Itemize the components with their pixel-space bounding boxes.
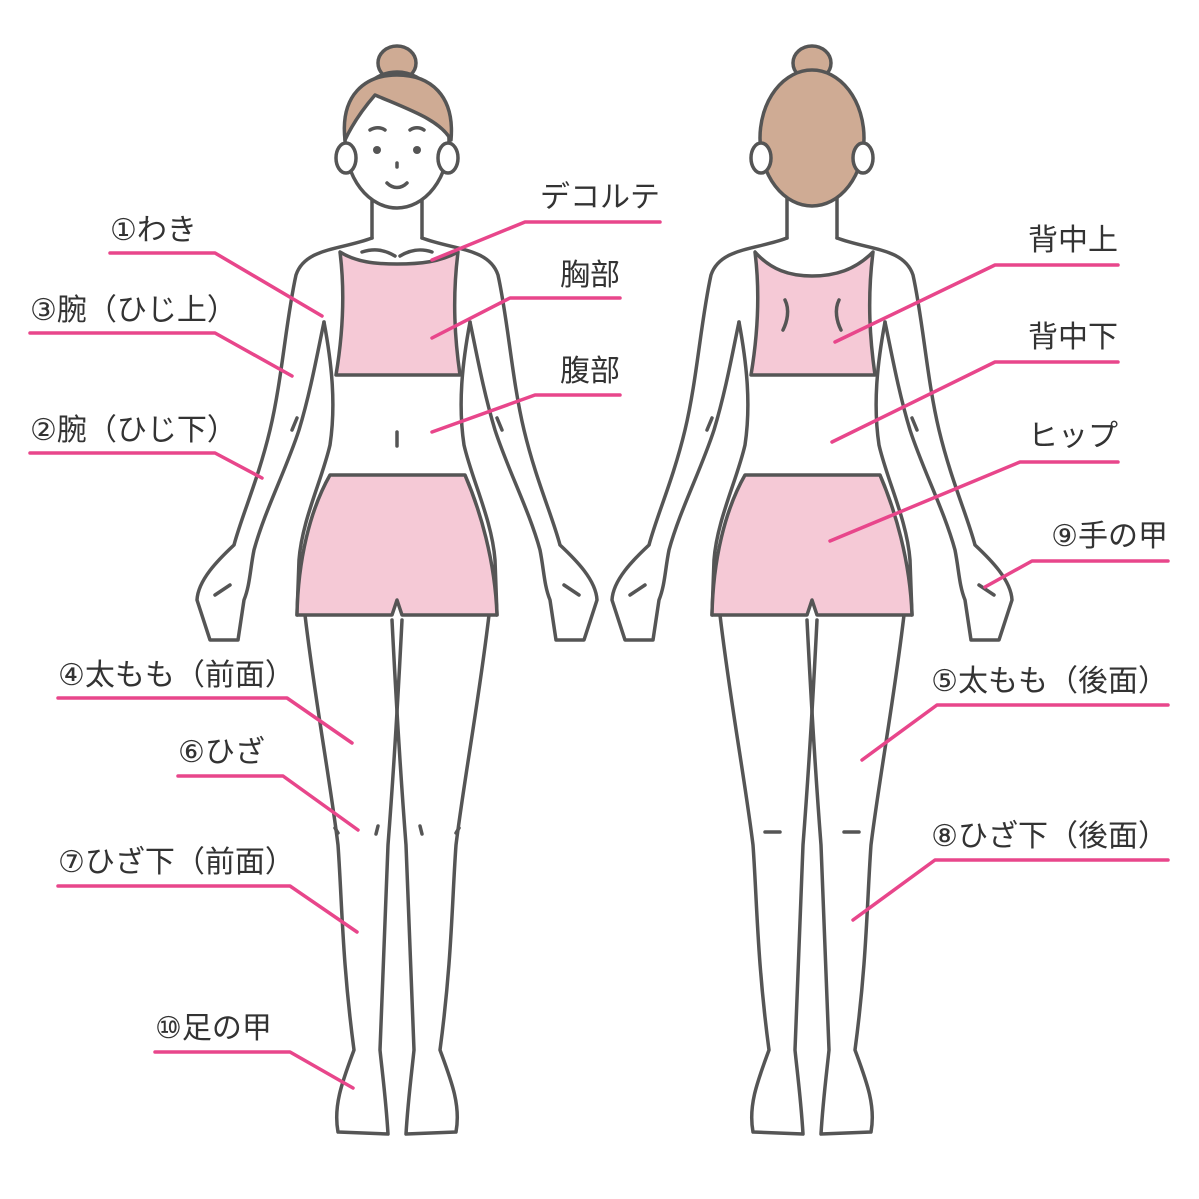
front-top [334, 250, 462, 377]
label-upper-arm: ③腕（ひじ上） [28, 293, 294, 378]
label-decollete: デコルテ [430, 180, 662, 262]
label-instep: ⑩足の甲 [153, 1011, 355, 1090]
svg-text:デコルテ: デコルテ [540, 180, 660, 215]
svg-text:⑩足の甲: ⑩足の甲 [155, 1011, 272, 1046]
front-figure [195, 44, 599, 1136]
svg-text:⑤太もも（後面）: ⑤太もも（後面） [931, 664, 1168, 699]
svg-text:背中上: 背中上 [1028, 223, 1118, 258]
svg-text:⑨手の甲: ⑨手の甲 [1051, 519, 1168, 554]
svg-text:胸部: 胸部 [560, 258, 620, 293]
label-lower-back: 背中下 [830, 320, 1120, 444]
back-figure [610, 44, 1014, 1136]
svg-text:背中下: 背中下 [1028, 320, 1118, 355]
label-below-knee-back: ⑧ひざ下（後面） [851, 819, 1170, 922]
label-back-of-hand: ⑨手の甲 [983, 519, 1170, 589]
label-thigh-front: ④太もも（前面） [56, 658, 354, 745]
label-knee: ⑥ひざ [176, 735, 360, 832]
label-hip: ヒップ [828, 419, 1120, 543]
label-abdomen: 腹部 [430, 354, 622, 434]
svg-text:⑦ひざ下（前面）: ⑦ひざ下（前面） [58, 845, 295, 880]
svg-text:腹部: 腹部 [560, 354, 620, 389]
svg-text:①わき: ①わき [110, 213, 197, 248]
label-below-knee-front: ⑦ひざ下（前面） [56, 845, 359, 934]
svg-text:ヒップ: ヒップ [1028, 419, 1118, 454]
svg-text:④太もも（前面）: ④太もも（前面） [58, 658, 295, 693]
label-chest: 胸部 [430, 258, 622, 340]
svg-text:⑧ひざ下（後面）: ⑧ひざ下（後面） [931, 819, 1168, 854]
front-shorts [295, 473, 499, 617]
label-waki: ①わき [108, 213, 324, 318]
svg-text:⑥ひざ: ⑥ひざ [178, 735, 265, 770]
svg-text:②腕（ひじ下）: ②腕（ひじ下） [30, 413, 237, 448]
label-thigh-back: ⑤太もも（後面） [860, 664, 1170, 762]
label-lower-arm: ②腕（ひじ下） [28, 413, 264, 480]
svg-text:③腕（ひじ上）: ③腕（ひじ上） [30, 293, 237, 328]
label-upper-back: 背中上 [833, 223, 1120, 344]
